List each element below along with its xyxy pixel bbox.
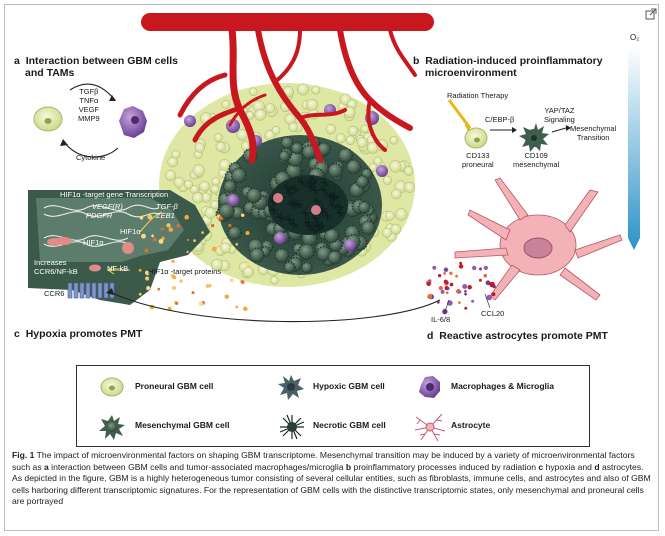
mesenchymal-cell-icon (99, 415, 125, 440)
hif-target-protein-dots (138, 213, 250, 311)
legend-astrocyte-label: Astrocyte (451, 420, 491, 430)
macrophage-icon (419, 376, 440, 398)
panel-b-title-line2: microenvironment (425, 67, 517, 79)
legend-mesenchymal-label: Mesenchymal GBM cell (135, 420, 230, 430)
tumor-mass (159, 83, 416, 287)
legend-box: Proneural GBM cell Hypoxic GBM cell Macr… (76, 365, 590, 447)
panel-c-illustration (28, 190, 441, 323)
panel-d-illustration (426, 177, 623, 315)
panel-a-title: a Interaction between GBM cells (14, 55, 178, 67)
il-6-8-label: IL-6/8 (431, 315, 451, 324)
cytokine-dots (426, 261, 496, 315)
panel-a-illustration (33, 83, 147, 158)
legend-proneural-label: Proneural GBM cell (135, 381, 214, 391)
panel-b-title: b Radiation-induced proinflammatory (413, 55, 603, 67)
blood-vessel (141, 13, 434, 164)
tgf-label: TGF-β (156, 202, 178, 211)
hif1a-label-right: HIF1α (120, 227, 141, 236)
panel-a-letter: a (14, 55, 20, 67)
astrocyte-icon (414, 413, 446, 442)
vegf-label: VEGF(R) (92, 202, 123, 211)
legend-hypoxic-label: Hypoxic GBM cell (313, 381, 385, 391)
o2-label: O₂ (630, 33, 640, 42)
panel-d-title: d Reactive astrocytes promote PMT (427, 330, 608, 342)
cd133-label: CD133 proneural (462, 151, 494, 169)
oxygen-gradient (628, 46, 640, 250)
cytokine-label: Cytokine (76, 153, 106, 162)
factor-mmp9: MMP9 (78, 114, 100, 123)
figure-caption: Fig. 1 The impact of microenvironmental … (12, 450, 651, 507)
increases-label: Increases CCR6/NF-kB (34, 258, 78, 276)
zeb1-label: ZEB1 (156, 211, 175, 220)
cebp-label: C/EBP-β (485, 115, 515, 124)
pdgfr-label: PDGFR (86, 211, 113, 220)
hypoxic-cell-icon (278, 375, 304, 400)
factor-tnfa: TNFα (79, 96, 99, 105)
ccl20-label: CCL20 (481, 309, 505, 318)
panel-d-letter: d (427, 330, 434, 342)
hif1a-label-left: HIF1α (83, 238, 104, 247)
legend-necrotic-label: Necrotic GBM cell (313, 420, 386, 430)
yap-taz-label: YAP/TAZ Signaling (544, 106, 575, 124)
mesenchymal-transition-label: Mesenchymal Transition (570, 124, 617, 142)
expand-icon[interactable] (645, 8, 657, 20)
panel-a-title-line2: and TAMs (25, 67, 75, 79)
caption-fig-label: Fig. 1 (12, 450, 35, 460)
necrotic-cell-icon (279, 414, 305, 440)
panel-c-letter: c (14, 328, 20, 340)
panel-a-factor-list: TGFβ TNFα VEGF MMP9 (78, 87, 100, 123)
legend-macrophage-label: Macrophages & Microglia (451, 381, 554, 391)
factor-tgfb: TGFβ (79, 87, 99, 96)
hif-target-proteins-label: HIF1α -target proteins (148, 267, 222, 276)
panel-b-letter: b (413, 55, 420, 67)
radiation-therapy-label: Radiation Therapy (447, 91, 509, 100)
cd109-label: CD109 mesenchymal (513, 151, 560, 169)
panel-b-illustration (447, 99, 571, 152)
nfkb-label: NF-kB (107, 264, 129, 273)
ccr6-label: CCR6 (44, 289, 65, 298)
proneural-cell-icon (100, 377, 124, 397)
panel-c-title: c Hypoxia promotes PMT (14, 328, 143, 340)
factor-vegf: VEGF (78, 105, 100, 114)
gene-transcription-label: HIF1α -target gene Transcription (60, 190, 169, 199)
